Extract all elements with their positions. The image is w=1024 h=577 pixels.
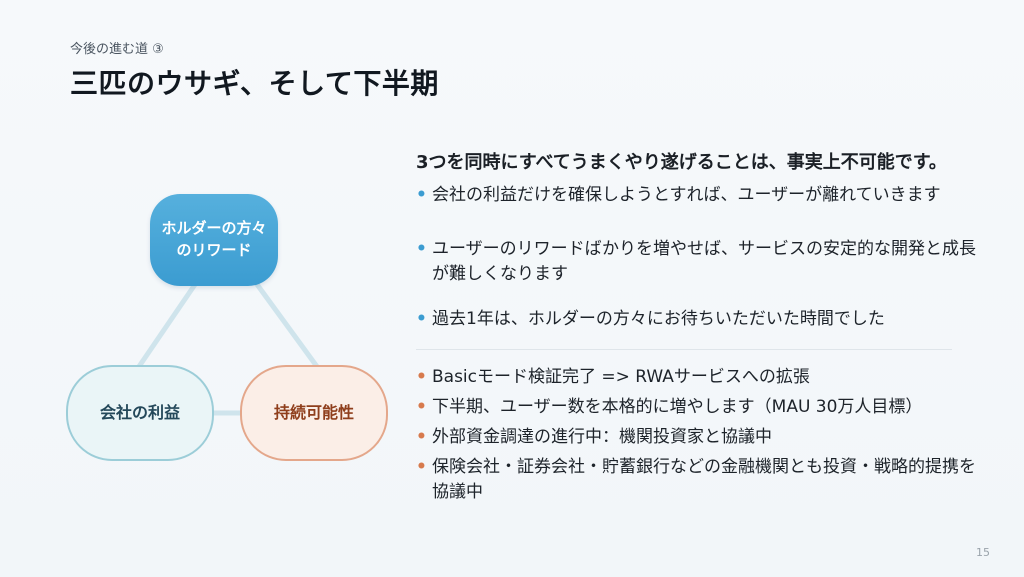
node-holder-rewards-line1: ホルダーの方々 — [161, 219, 267, 238]
bullet-orange-3: • 外部資金調達の進行中：機関投資家と協議中 — [416, 425, 980, 450]
bullet-blue-1: • 会社の利益だけを確保しようとすれば、ユーザーが離れていきます — [416, 183, 980, 208]
connector-top-left — [135, 280, 199, 371]
node-company-profit: 会社の利益 — [66, 365, 214, 461]
bullet-blue-2: • ユーザーのリワードばかりを増やせば、サービスの安定的な開発と成長が難しくなり… — [416, 237, 980, 287]
node-holder-rewards: ホルダーの方々 のリワード — [150, 194, 278, 286]
bullet-text: Basicモード検証完了 => RWAサービスへの拡張 — [432, 367, 810, 387]
bullet-dot: • — [416, 457, 427, 477]
lead-statement: 3つを同時にすべてうまくやり遂げることは、事実上不可能です。 — [416, 152, 947, 173]
bullet-dot: • — [416, 367, 427, 387]
section-divider — [416, 349, 952, 350]
bullet-text: 外部資金調達の進行中：機関投資家と協議中 — [432, 427, 772, 447]
page-number: 15 — [976, 546, 990, 559]
bullet-text: 保険会社・証券会社・貯蓄銀行などの金融機関とも投資・戦略的提携を協議中 — [432, 457, 976, 502]
bullet-orange-4: • 保険会社・証券会社・貯蓄銀行などの金融機関とも投資・戦略的提携を協議中 — [416, 455, 980, 505]
slide-kicker: 今後の進む道 ③ — [70, 42, 164, 57]
bullet-dot: • — [416, 185, 427, 205]
node-company-profit-label: 会社の利益 — [99, 403, 180, 423]
bullet-dot: • — [416, 309, 427, 329]
bullet-orange-1: • Basicモード検証完了 => RWAサービスへの拡張 — [416, 365, 980, 390]
bullet-text: 下半期、ユーザー数を本格的に増やします（MAU 30万人目標） — [432, 397, 923, 417]
node-sustainability: 持続可能性 — [240, 365, 388, 461]
bullet-text: 会社の利益だけを確保しようとすれば、ユーザーが離れていきます — [432, 185, 941, 205]
bullet-text: 過去1年は、ホルダーの方々にお待ちいただいた時間でした — [432, 309, 885, 329]
bullet-text: ユーザーのリワードばかりを増やせば、サービスの安定的な開発と成長が難しくなります — [432, 239, 976, 284]
node-sustainability-label: 持続可能性 — [273, 403, 354, 423]
bullet-blue-3: • 過去1年は、ホルダーの方々にお待ちいただいた時間でした — [416, 307, 980, 332]
bullet-orange-2: • 下半期、ユーザー数を本格的に増やします（MAU 30万人目標） — [416, 395, 980, 420]
slide-title: 三匹のウサギ、そして下半期 — [70, 67, 439, 100]
bullet-dot: • — [416, 427, 427, 447]
connector-top-right — [253, 280, 321, 371]
node-holder-rewards-line2: のリワード — [176, 241, 252, 259]
bullet-dot: • — [416, 397, 427, 417]
bullet-dot: • — [416, 239, 427, 259]
